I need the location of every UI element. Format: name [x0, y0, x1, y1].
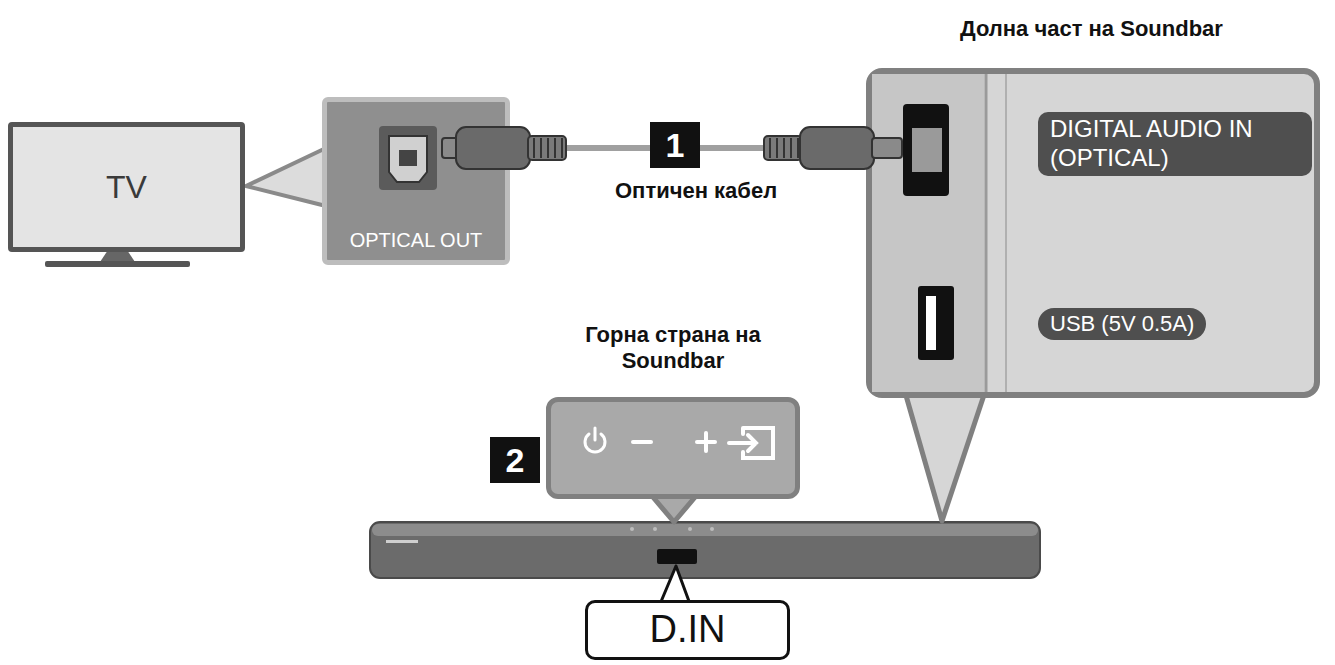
plug-rib [790, 138, 792, 158]
optical-port-opening [389, 136, 427, 182]
plug-tip [872, 138, 902, 158]
usb-slot [926, 296, 936, 350]
bottom-panel-callout: Долна част на SoundbarDIGITAL AUDIO IN (… [866, 68, 1320, 398]
plug-body [456, 127, 530, 169]
callout-tail [652, 496, 696, 522]
cable-label: Оптичен кабел [615, 178, 777, 204]
plug-rib [561, 138, 563, 158]
button-dot [653, 527, 657, 531]
optical-port-opening [912, 128, 942, 172]
port-callout: OPTICAL OUT [322, 97, 510, 265]
callout-heading: Долна част на Soundbar [960, 16, 1300, 42]
tv-screen: TV [8, 122, 245, 252]
top-panel-callout: Горна страна на Soundbar [546, 397, 800, 499]
minus-icon [633, 440, 651, 444]
soundbar-top [372, 524, 1038, 536]
soundbar-logo [386, 540, 418, 543]
plug-rib [769, 138, 771, 158]
optical-port [379, 126, 437, 190]
callout-tail [246, 148, 326, 206]
callout-number: 1 [650, 122, 700, 168]
callout-heading: Горна страна на Soundbar [563, 322, 783, 375]
button-dot [630, 527, 634, 531]
soundbar-display [657, 549, 697, 564]
node-text: D.IN [650, 607, 726, 653]
node-text: USB (5V 0.5A) [1050, 311, 1194, 337]
power-icon [594, 428, 597, 440]
panel-band [872, 74, 984, 392]
optical-port [903, 104, 949, 196]
plug-rib [776, 138, 778, 158]
plug-rib [547, 138, 549, 158]
callout-number: 2 [490, 437, 540, 483]
plug-rib [797, 138, 799, 158]
soundbar-body [370, 522, 1040, 578]
panel-edge [1005, 74, 1007, 392]
button-dot [688, 527, 692, 531]
tv-stand-base [45, 261, 190, 267]
input-icon [729, 435, 756, 451]
port-label: DIGITAL AUDIO IN (OPTICAL) [1038, 112, 1312, 176]
plug-relief [528, 136, 566, 160]
plug-relief [764, 136, 802, 160]
callout-tail [660, 566, 690, 604]
node-text: DIGITAL AUDIO IN (OPTICAL) [1050, 115, 1300, 173]
button-icons [551, 402, 795, 494]
node-text: OPTICAL OUT [327, 228, 505, 252]
button-icons [585, 428, 773, 458]
soundbar-buttons [630, 527, 714, 531]
plug-rib [783, 138, 785, 158]
plug-rib [554, 138, 556, 158]
display-label: D.IN [585, 600, 790, 660]
plug-rib [533, 138, 535, 158]
usb-port [918, 286, 954, 360]
button-dot [710, 527, 714, 531]
panel-edge [985, 74, 988, 392]
callout-tail [905, 392, 985, 521]
optical-port-core [399, 150, 417, 166]
plug-body [800, 127, 874, 169]
plug-rib [540, 138, 542, 158]
plus-icon [704, 433, 708, 451]
port-label: USB (5V 0.5A) [1038, 308, 1206, 340]
node-text: TV [106, 168, 147, 206]
